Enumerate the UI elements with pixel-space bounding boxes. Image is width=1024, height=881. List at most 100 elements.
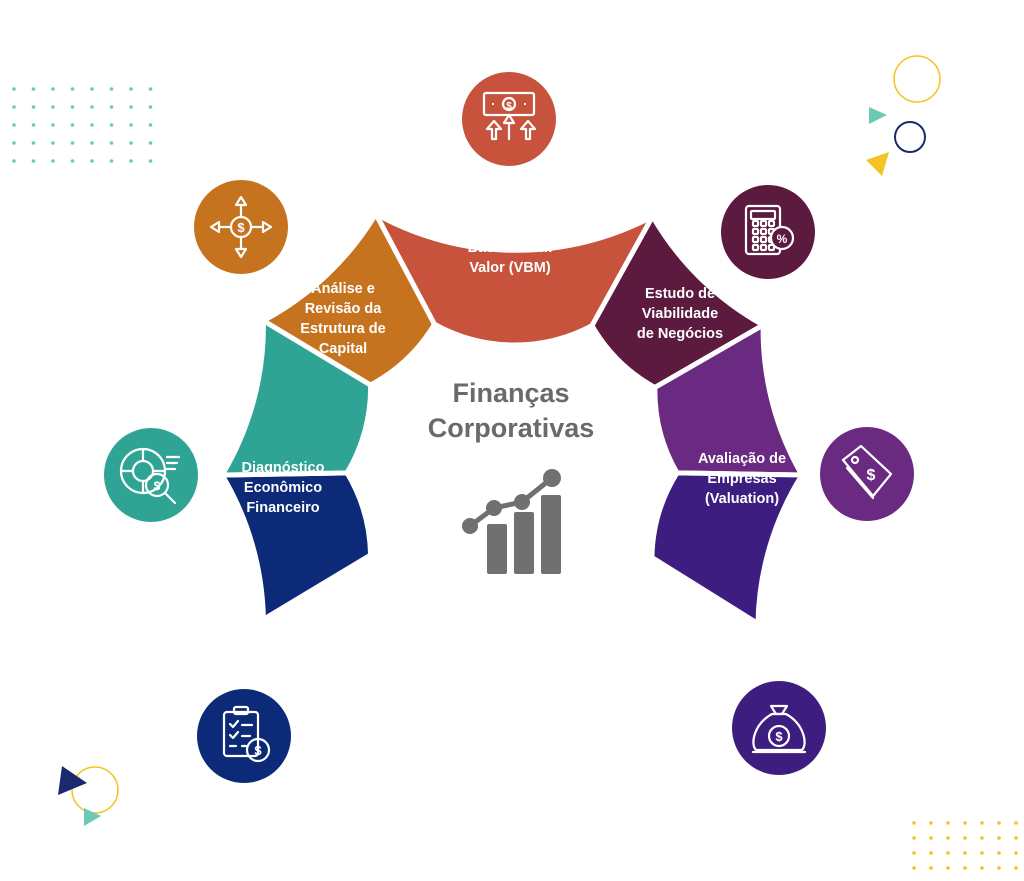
segment-label-line: Financeiro bbox=[246, 500, 319, 516]
chart-magnifier-dollar-icon: $ bbox=[104, 428, 198, 522]
decor-ring bbox=[893, 55, 941, 103]
decor-dot bbox=[70, 159, 75, 163]
decor-dot bbox=[90, 141, 94, 145]
decor-dot bbox=[946, 821, 950, 825]
decor-dot bbox=[109, 87, 114, 91]
decor-dot bbox=[963, 836, 967, 840]
decor-dot bbox=[929, 851, 933, 855]
segment-label-line: Gestão bbox=[485, 220, 534, 236]
svg-text:$: $ bbox=[237, 220, 245, 235]
decor-dot bbox=[90, 159, 94, 163]
decor-dot bbox=[980, 836, 984, 840]
segment-label-line: Análise e bbox=[311, 281, 375, 297]
decor-dot bbox=[12, 123, 16, 127]
segment-label-avaliacao: Avaliação de Empresas (Valuation) bbox=[698, 451, 786, 507]
segment-label-line: de Negócios bbox=[637, 326, 723, 342]
decor-dot bbox=[946, 836, 950, 840]
segment-label-line: Revisão da bbox=[305, 301, 382, 317]
segment-label-line: Estratégia e bbox=[310, 610, 392, 626]
decor-dot bbox=[963, 821, 967, 825]
segment-label-line: em M&A bbox=[647, 635, 706, 651]
decor-dot bbox=[997, 851, 1001, 855]
clipboard-checklist-dollar-icon: $ bbox=[197, 689, 291, 783]
decor-ring bbox=[894, 121, 926, 153]
decor-dot bbox=[109, 123, 114, 127]
decor-dot bbox=[129, 159, 133, 163]
decor-dot bbox=[912, 836, 916, 840]
decor-dot bbox=[997, 836, 1001, 840]
segment-label-line: Valor (VBM) bbox=[469, 260, 551, 276]
decor-dot bbox=[51, 105, 55, 109]
decor-dot bbox=[963, 851, 967, 855]
segment-assessoria bbox=[649, 470, 807, 629]
decor-dot bbox=[129, 105, 133, 109]
decor-dot bbox=[51, 141, 55, 145]
dollar-arrows-directions-icon: $ bbox=[194, 180, 288, 274]
decor-dot bbox=[70, 87, 75, 91]
decor-dot bbox=[946, 866, 950, 870]
segment-label-line: (Valuation) bbox=[705, 491, 779, 507]
decor-dot bbox=[148, 159, 153, 163]
decor-dot bbox=[148, 123, 153, 127]
money-bag-dollar-icon: $ bbox=[732, 681, 826, 775]
center-area: Finanças Corporativas bbox=[428, 378, 594, 574]
segment-label-line: Baseada em bbox=[468, 240, 553, 256]
segment-label-line: Capital bbox=[319, 341, 367, 357]
calculator-percent-icon: % bbox=[721, 185, 815, 279]
svg-text:$: $ bbox=[867, 467, 876, 484]
segment-label-line: Avaliação de bbox=[698, 451, 786, 467]
decor-dot bbox=[51, 87, 55, 91]
price-tag-dollar-icon: $ bbox=[820, 427, 914, 521]
decor-dot bbox=[90, 87, 94, 91]
decor-dot bbox=[12, 159, 16, 163]
decor-dot bbox=[148, 87, 153, 91]
decor-triangle bbox=[869, 107, 887, 124]
segment-label-line: Diagnóstico bbox=[242, 460, 325, 476]
decor-dot bbox=[109, 105, 114, 109]
decor-dot bbox=[912, 866, 916, 870]
bar-chart-growth-icon bbox=[462, 469, 561, 574]
decor-dot bbox=[912, 851, 916, 855]
decor-dot bbox=[1014, 836, 1018, 840]
segment-label-line: Viabilidade bbox=[642, 306, 718, 322]
decor-dot bbox=[31, 105, 36, 109]
decor-dot bbox=[1014, 851, 1018, 855]
decor-triangle bbox=[84, 808, 101, 826]
decor-triangle bbox=[58, 766, 87, 795]
svg-text:%: % bbox=[777, 232, 788, 246]
decor-dot bbox=[51, 123, 55, 127]
decor-triangle bbox=[866, 152, 889, 176]
segment-label-line: Empresas bbox=[707, 471, 776, 487]
decor-dot bbox=[929, 836, 933, 840]
decor-dot bbox=[31, 159, 36, 163]
decor-dot bbox=[70, 105, 75, 109]
segment-label-line: Assessoria bbox=[637, 615, 715, 631]
decor-dot bbox=[1014, 821, 1018, 825]
decor-dot bbox=[12, 105, 16, 109]
svg-text:$: $ bbox=[254, 743, 262, 758]
decor-dot bbox=[963, 866, 967, 870]
decor-dot bbox=[129, 123, 133, 127]
decor-dot bbox=[51, 159, 55, 163]
decor-dot bbox=[148, 141, 153, 145]
svg-text:$: $ bbox=[154, 479, 161, 493]
decor-dot bbox=[31, 87, 36, 91]
svg-text:$: $ bbox=[506, 101, 512, 112]
decor-dot bbox=[129, 87, 133, 91]
decor-dot bbox=[980, 821, 984, 825]
decor-dot bbox=[946, 851, 950, 855]
decor-dot bbox=[148, 105, 153, 109]
decor-dot bbox=[129, 141, 133, 145]
segment-gestao bbox=[369, 207, 659, 348]
decor-dot bbox=[929, 866, 933, 870]
svg-text:$: $ bbox=[775, 729, 783, 744]
decor-dot bbox=[70, 123, 75, 127]
decor-dot bbox=[109, 159, 114, 163]
center-title-line1: Finanças bbox=[452, 378, 569, 408]
decor-dot bbox=[70, 141, 75, 145]
